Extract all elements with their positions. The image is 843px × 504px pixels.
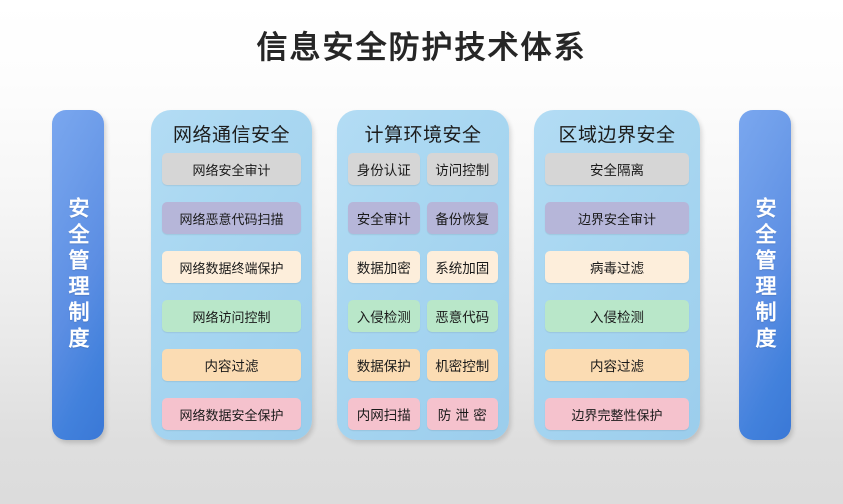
side-pillar-left-label: 安全管理制度 (66, 197, 91, 353)
control-chip[interactable]: 入侵检测 (545, 300, 689, 332)
domain-panel-computing-environment: 计算环境安全 身份认证访问控制安全审计备份恢复数据加密系统加固入侵检测恶意代码数… (337, 110, 509, 440)
control-chip[interactable]: 数据保护 (348, 349, 420, 381)
control-chip[interactable]: 内容过滤 (545, 349, 689, 381)
panel-row: 边界安全审计 (545, 202, 689, 234)
control-chip[interactable]: 身份认证 (348, 153, 420, 185)
panel-row: 网络恶意代码扫描 (162, 202, 301, 234)
control-chip[interactable]: 机密控制 (426, 349, 498, 381)
control-chip[interactable]: 边界完整性保护 (545, 398, 689, 430)
control-chip[interactable]: 网络数据安全保护 (162, 398, 301, 430)
page-title: 信息安全防护技术体系 (256, 30, 587, 66)
panel-rows: 网络安全审计网络恶意代码扫描网络数据终端保护网络访问控制内容过滤网络数据安全保护 (162, 153, 301, 430)
control-chip[interactable]: 内容过滤 (162, 349, 301, 381)
panel-row: 内网扫描防 泄 密 (348, 398, 498, 430)
panel-header: 网络通信安全 (172, 124, 290, 146)
panel-row: 边界完整性保护 (545, 398, 689, 430)
control-chip[interactable]: 病毒过滤 (545, 251, 689, 283)
panel-row: 数据保护机密控制 (348, 349, 498, 381)
control-chip[interactable]: 边界安全审计 (545, 202, 689, 234)
control-chip[interactable]: 网络安全审计 (162, 153, 301, 185)
control-chip[interactable]: 数据加密 (348, 251, 420, 283)
panel-row: 入侵检测恶意代码 (348, 300, 498, 332)
panel-row: 内容过滤 (545, 349, 689, 381)
panel-row: 安全审计备份恢复 (348, 202, 498, 234)
control-chip[interactable]: 系统加固 (426, 251, 498, 283)
panel-header: 计算环境安全 (364, 124, 482, 146)
panel-row: 内容过滤 (162, 349, 301, 381)
panel-row: 身份认证访问控制 (348, 153, 498, 185)
panel-rows: 安全隔离边界安全审计病毒过滤入侵检测内容过滤边界完整性保护 (545, 153, 689, 430)
side-pillar-left: 安全管理制度 (52, 110, 104, 440)
control-chip[interactable]: 安全审计 (348, 202, 420, 234)
control-chip[interactable]: 安全隔离 (545, 153, 689, 185)
side-pillar-right: 安全管理制度 (739, 110, 791, 440)
control-chip[interactable]: 网络访问控制 (162, 300, 301, 332)
control-chip[interactable]: 备份恢复 (426, 202, 498, 234)
panel-rows: 身份认证访问控制安全审计备份恢复数据加密系统加固入侵检测恶意代码数据保护机密控制… (348, 153, 498, 430)
panel-row: 入侵检测 (545, 300, 689, 332)
control-chip[interactable]: 恶意代码 (426, 300, 498, 332)
control-chip[interactable]: 入侵检测 (348, 300, 420, 332)
panel-header: 区域边界安全 (558, 124, 676, 146)
panel-row: 网络数据安全保护 (162, 398, 301, 430)
panel-row: 病毒过滤 (545, 251, 689, 283)
domain-panel-network-communication: 网络通信安全 网络安全审计网络恶意代码扫描网络数据终端保护网络访问控制内容过滤网… (151, 110, 312, 440)
control-chip[interactable]: 网络数据终端保护 (162, 251, 301, 283)
control-chip[interactable]: 访问控制 (426, 153, 498, 185)
side-pillar-right-label: 安全管理制度 (753, 197, 778, 353)
control-chip[interactable]: 网络恶意代码扫描 (162, 202, 301, 234)
panel-row: 网络数据终端保护 (162, 251, 301, 283)
domain-panel-area-boundary: 区域边界安全 安全隔离边界安全审计病毒过滤入侵检测内容过滤边界完整性保护 (534, 110, 700, 440)
control-chip[interactable]: 内网扫描 (348, 398, 420, 430)
panel-row: 数据加密系统加固 (348, 251, 498, 283)
panel-row: 网络安全审计 (162, 153, 301, 185)
control-chip[interactable]: 防 泄 密 (426, 398, 498, 430)
panel-row: 网络访问控制 (162, 300, 301, 332)
panel-row: 安全隔离 (545, 153, 689, 185)
